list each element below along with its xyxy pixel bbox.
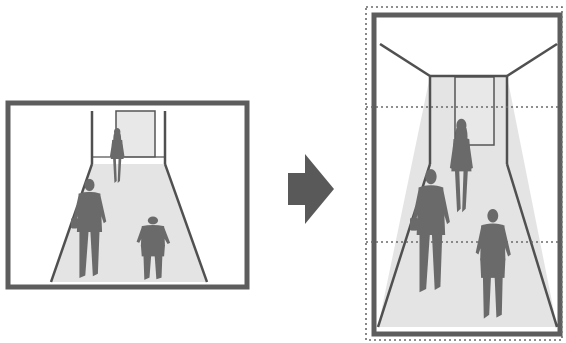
right-arrow-icon — [288, 154, 334, 224]
ceiling-right — [507, 44, 557, 76]
ceiling-left — [380, 44, 430, 76]
portrait-scene — [366, 7, 562, 340]
landscape-scene — [8, 103, 247, 287]
